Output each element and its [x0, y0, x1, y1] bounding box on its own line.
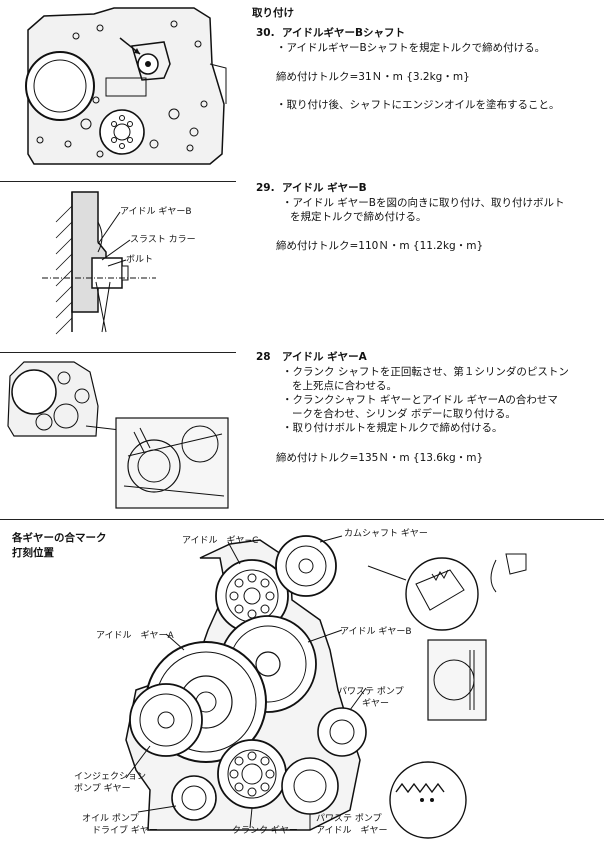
instruction-28-2: を上死点に合わせる。	[292, 380, 397, 392]
instruction-30-2: ・取り付け後、シャフトにエンジンオイルを塗布すること。	[276, 99, 560, 111]
divider-3	[0, 519, 604, 520]
section4-title-1: 各ギヤーの合マーク	[12, 532, 107, 544]
step-title-28: アイドル ギヤーA	[282, 351, 367, 363]
instruction-28-5: ・取り付けボルトを規定トルクで締め付ける。	[282, 422, 503, 434]
instruction-30-1: ・アイドルギヤーBシャフトを規定トルクで締め付ける。	[276, 42, 546, 54]
instruction-29-2: を規定トルクで締め付ける。	[290, 211, 427, 223]
divider-2	[0, 352, 236, 353]
figure-idle-gear-a	[7, 361, 229, 509]
label-idle-gear-c: アイドル ギヤ−C	[182, 536, 259, 546]
heading-install: 取り付け	[252, 7, 294, 19]
label-oil-pump-1: オイル ポンプ	[82, 814, 139, 824]
step-title-30: アイドルギヤーBシャフト	[282, 27, 405, 39]
instruction-28-4: ークを合わせ、シリンダ ボデーに取り付ける。	[292, 408, 516, 420]
label-camshaft-gear: カムシャフト ギヤー	[344, 529, 428, 539]
label-injection-1: インジェクション	[74, 772, 147, 782]
label-oil-pump-2: ドライブ ギヤー	[92, 826, 158, 836]
instruction-28-3: ・クランクシャフト ギヤーとアイドル ギヤーAの合わせマ	[282, 394, 558, 406]
instruction-28-1: ・クランク シャフトを正回転させ、第１シリンダのピストン	[282, 366, 569, 378]
torque-28: 締め付けトルク=135Ｎ・m {13.6kg・m}	[276, 452, 484, 464]
step-title-29: アイドル ギヤーB	[282, 182, 367, 194]
instruction-29-1: ・アイドル ギヤーBを図の向きに取り付け、取り付けボルト	[282, 197, 565, 209]
label-power-steer-pump-1: パワステ ポンプ	[338, 687, 404, 697]
section4-title-2: 打刻位置	[12, 547, 54, 559]
label-injection-2: ポンプ ギヤー	[74, 784, 131, 794]
figure2-leader-lines	[97, 211, 131, 267]
label-power-steer-pump-2: ギヤー	[362, 699, 390, 709]
torque-29: 締め付けトルク=110Ｎ・m {11.2kg・m}	[276, 240, 484, 252]
label-bolt: ボルト	[126, 255, 154, 265]
figure-idle-gear-b-shaft	[25, 7, 227, 165]
step-number-30: 30.	[256, 27, 275, 39]
step-number-29: 29.	[256, 182, 275, 194]
figure-idle-gear-b-section	[42, 191, 156, 335]
label-ps-idle-2: アイドル ギヤー	[316, 826, 388, 836]
figure-gear-train	[125, 535, 527, 839]
label-idle-gear-b-main: アイドル ギヤーB	[340, 627, 412, 637]
divider-1	[0, 181, 236, 182]
label-ps-idle-1: パワステ ポンプ	[316, 814, 382, 824]
label-idle-gear-b: アイドル ギヤーB	[120, 207, 192, 217]
step-number-28: 28	[256, 351, 271, 363]
label-idle-gear-a: アイドル ギヤーA	[96, 631, 174, 641]
torque-30: 締め付けトルク=31Ｎ・m {3.2kg・m}	[276, 71, 470, 83]
label-thrust-collar: スラスト カラー	[130, 235, 196, 245]
label-crank-gear: クランク ギヤー	[232, 826, 298, 836]
